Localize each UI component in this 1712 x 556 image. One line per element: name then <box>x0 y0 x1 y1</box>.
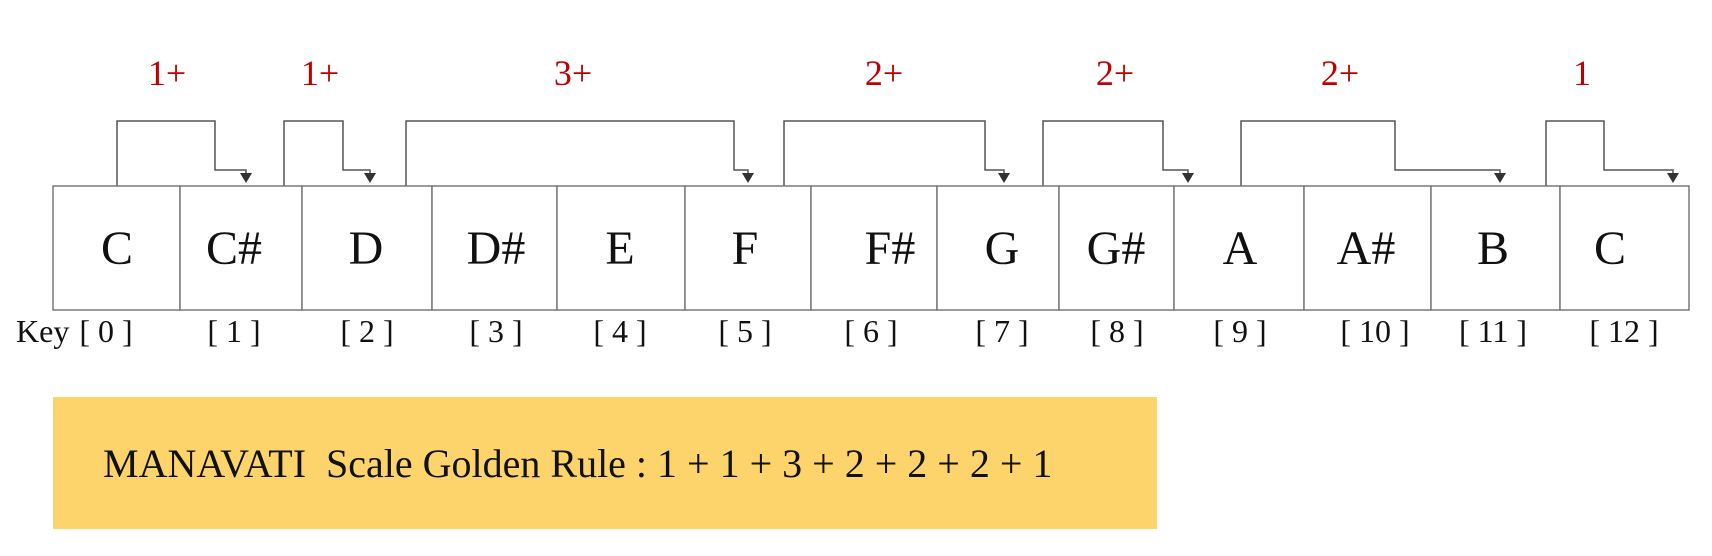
interval-bracket-1 <box>116 120 252 186</box>
key-box <box>810 185 938 311</box>
key-a-9: A <box>1173 185 1305 311</box>
key-index-label: [ 3 ] <box>469 313 522 349</box>
bracket-line <box>1042 120 1189 186</box>
key-g-sharp-8: G# <box>1058 185 1175 311</box>
key-d-2: D <box>301 185 433 311</box>
key-g-7: G <box>936 185 1060 311</box>
key-index-label: [ 4 ] <box>593 313 646 349</box>
key-note-label: C# <box>206 222 262 275</box>
key-note-label: D <box>349 222 384 275</box>
key-note-label: F <box>732 222 759 275</box>
key-note-label: B <box>1477 222 1509 275</box>
key-c-12: C <box>1559 185 1690 311</box>
arrowhead-icon <box>1494 173 1506 183</box>
key-index-label: [ 1 ] <box>207 313 260 349</box>
key-f-5: F <box>684 185 812 311</box>
key-note-label: E <box>605 222 634 275</box>
interval-label: 2+ <box>1321 53 1359 93</box>
key-box <box>301 185 433 311</box>
key-note-label: A# <box>1337 222 1396 275</box>
key-row: C C# D D# E F F# G G# A A# B C <box>52 185 1690 311</box>
key-index-label: [ 10 ] <box>1340 313 1409 349</box>
interval-brackets <box>116 120 1679 186</box>
arrowhead-icon <box>364 173 376 183</box>
key-b-11: B <box>1430 185 1561 311</box>
arrowhead-icon <box>240 173 252 183</box>
interval-label: 3+ <box>554 53 592 93</box>
interval-bracket-5 <box>1042 120 1194 186</box>
interval-label: 1+ <box>148 53 186 93</box>
bracket-line <box>283 120 371 186</box>
bracket-line <box>1545 120 1674 186</box>
key-box <box>684 185 812 311</box>
key-a-sharp-10: A# <box>1303 185 1432 311</box>
interval-labels: 1+ 1+ 3+ 2+ 2+ 2+ 1 <box>148 53 1591 93</box>
key-note-label: D# <box>467 222 526 275</box>
key-index-label: [ 8 ] <box>1090 313 1143 349</box>
arrowhead-icon <box>742 173 754 183</box>
key-box <box>1303 185 1432 311</box>
bracket-line <box>116 120 247 186</box>
key-c-sharp-1: C# <box>179 185 303 311</box>
bracket-line <box>1240 120 1501 186</box>
key-note-label: F# <box>865 222 916 275</box>
key-f-sharp-6: F# <box>810 185 938 311</box>
interval-label: 2+ <box>1096 53 1134 93</box>
interval-bracket-4 <box>783 120 1010 186</box>
key-box <box>179 185 303 311</box>
interval-label: 1+ <box>301 53 339 93</box>
key-note-label: G <box>985 222 1020 275</box>
key-box <box>1559 185 1690 311</box>
key-row-label: Key <box>16 313 69 349</box>
key-index-label: [ 7 ] <box>975 313 1028 349</box>
interval-bracket-6 <box>1240 120 1506 186</box>
interval-bracket-2 <box>283 120 376 186</box>
key-index-label: [ 0 ] <box>79 313 132 349</box>
key-note-label: C <box>1594 222 1626 275</box>
interval-label: 1 <box>1573 53 1591 93</box>
key-c-0: C <box>52 185 181 311</box>
key-index-row: Key [ 0 ] [ 1 ] [ 2 ] [ 3 ] [ 4 ] [ 5 ] [ 6 ] [… <box>16 313 1659 349</box>
arrowhead-icon <box>1667 173 1679 183</box>
key-box <box>1430 185 1561 311</box>
interval-bracket-7 <box>1545 120 1679 186</box>
key-note-label: A <box>1223 222 1258 275</box>
key-box <box>431 185 558 311</box>
arrowhead-icon <box>1182 173 1194 183</box>
key-index-label: [ 2 ] <box>340 313 393 349</box>
golden-rule-text: MANAVATI Scale Golden Rule : 1 + 1 + 3 +… <box>103 440 1053 486</box>
key-d-sharp-3: D# <box>431 185 558 311</box>
golden-rule-box: MANAVATI Scale Golden Rule : 1 + 1 + 3 +… <box>53 397 1157 529</box>
key-e-4: E <box>556 185 686 311</box>
key-note-label: G# <box>1087 222 1146 275</box>
key-index-label: [ 12 ] <box>1589 313 1658 349</box>
key-box <box>1058 185 1175 311</box>
arrowhead-icon <box>998 173 1010 183</box>
key-note-label: C <box>101 222 133 275</box>
key-index-label: [ 11 ] <box>1459 313 1527 349</box>
interval-bracket-3 <box>405 120 754 186</box>
interval-label: 2+ <box>865 53 903 93</box>
key-index-label: [ 9 ] <box>1213 313 1266 349</box>
bracket-line <box>783 120 1005 186</box>
bracket-line <box>405 120 749 186</box>
key-box <box>936 185 1060 311</box>
key-index-label: [ 5 ] <box>718 313 771 349</box>
key-index-label: [ 6 ] <box>844 313 897 349</box>
